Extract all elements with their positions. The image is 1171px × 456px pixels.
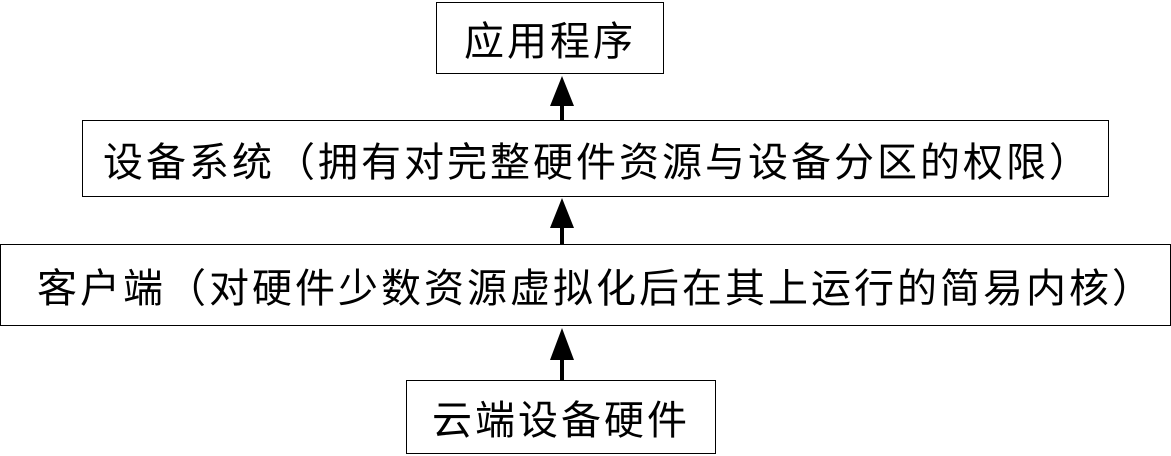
node-cloud-hardware-label: 云端设备硬件 (432, 398, 690, 444)
arrow-hardware-to-client (550, 328, 574, 380)
node-application: 应用程序 (436, 2, 664, 74)
node-cloud-hardware: 云端设备硬件 (406, 380, 716, 454)
arrow-client-to-device (550, 198, 574, 244)
node-device-system-label: 设备系统（拥有对完整硬件资源与设备分区的权限） (103, 139, 1092, 186)
node-client: 客户端（对硬件少数资源虚拟化后在其上运行的简易内核） (0, 244, 1171, 326)
node-device-system: 设备系统（拥有对完整硬件资源与设备分区的权限） (82, 120, 1109, 197)
node-application-label: 应用程序 (464, 19, 636, 65)
node-client-label: 客户端（对硬件少数资源虚拟化后在其上运行的简易内核） (37, 266, 1155, 312)
arrow-device-to-application (550, 76, 574, 120)
